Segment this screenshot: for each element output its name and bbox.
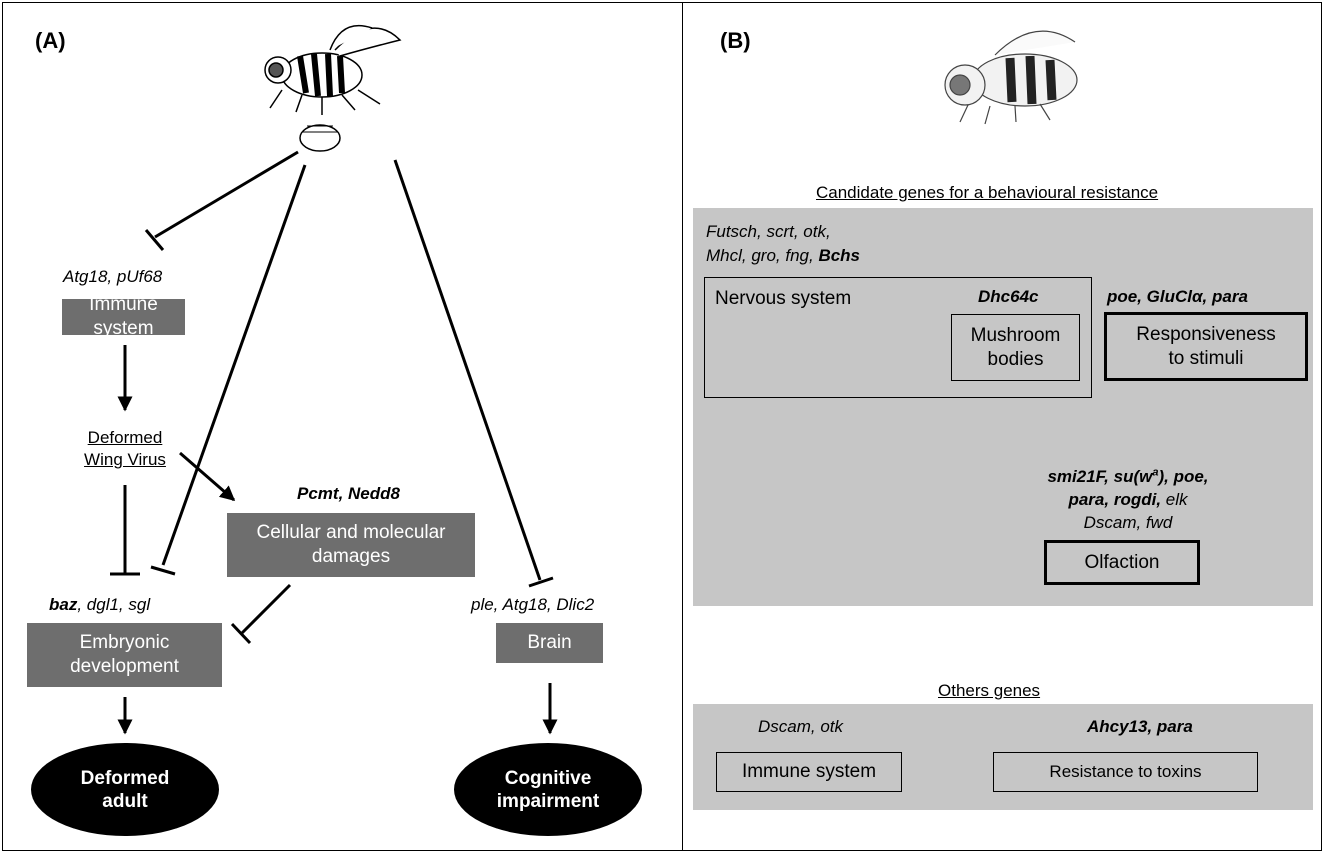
resistance-toxins-box: Resistance to toxins bbox=[993, 752, 1258, 792]
inhibit-bar-immune bbox=[144, 229, 165, 251]
genes-responsiveness: poe, GluClα, para bbox=[1107, 287, 1248, 306]
others-genes-region bbox=[693, 704, 1313, 810]
deformed-adult-ellipse: Deformed adult bbox=[31, 743, 219, 836]
immune-system-b-box: Immune system bbox=[716, 752, 902, 792]
genes-brain: ple, Atg18, Dlic2 bbox=[471, 595, 595, 614]
dwv-label: Deformed Wing Virus bbox=[84, 428, 166, 469]
behavioural-resistance-title: Candidate genes for a behavioural resist… bbox=[816, 183, 1159, 202]
genes-immune: Atg18, pUf68 bbox=[63, 267, 163, 286]
embryonic-development-box: Embryonic development bbox=[27, 623, 222, 687]
nervous-system-box bbox=[704, 277, 1092, 398]
inhibit-bar-embryo bbox=[150, 565, 176, 576]
arrow-dwv-cellular bbox=[179, 451, 236, 502]
bee-illustration-a bbox=[264, 24, 402, 152]
genes-nervous: Futsch, scrt, otk, Mhcl, gro, fng, Bchs bbox=[706, 222, 861, 265]
genes-mushroom: Dhc64c bbox=[978, 287, 1039, 306]
genes-toxins: Ahcy13, para bbox=[1087, 717, 1193, 736]
panel-a bbox=[2, 2, 683, 851]
genes-immune-b: Dscam, otk bbox=[758, 717, 844, 736]
panel-b bbox=[682, 2, 1322, 851]
panel-b-label: (B) bbox=[720, 28, 751, 53]
bee-illustration-b bbox=[944, 30, 1078, 125]
inhibit-line-cellular bbox=[240, 583, 292, 635]
immune-system-box: Immune system bbox=[62, 294, 185, 339]
cognitive-impairment-ellipse: Cognitive impairment bbox=[454, 743, 642, 836]
genes-embryo: baz, dgl1, sgl bbox=[49, 595, 151, 614]
nervous-system-label: Nervous system bbox=[715, 288, 852, 309]
others-genes-title: Others genes bbox=[938, 681, 1041, 700]
inhibit-line-brain bbox=[393, 159, 542, 581]
genes-cellular: Pcmt, Nedd8 bbox=[297, 484, 400, 503]
inhibit-line-embryo bbox=[161, 164, 307, 566]
inhibit-bar-brain bbox=[528, 576, 554, 588]
inhibit-line-immune bbox=[154, 150, 299, 239]
behavioural-genes-region bbox=[693, 208, 1313, 606]
olfaction-box: Olfaction bbox=[1044, 540, 1200, 585]
mushroom-bodies-box: Mushroom bodies bbox=[951, 314, 1080, 381]
brain-box: Brain bbox=[496, 623, 603, 663]
panel-a-label: (A) bbox=[35, 28, 66, 53]
inhibit-bar-cellular bbox=[230, 622, 252, 645]
cellular-damage-box: Cellular and molecular damages bbox=[227, 513, 475, 577]
responsiveness-box: Responsiveness to stimuli bbox=[1104, 312, 1308, 381]
genes-olfaction: smi21F, su(wa), poe, para, rogdi, elk Ds… bbox=[1047, 466, 1209, 532]
